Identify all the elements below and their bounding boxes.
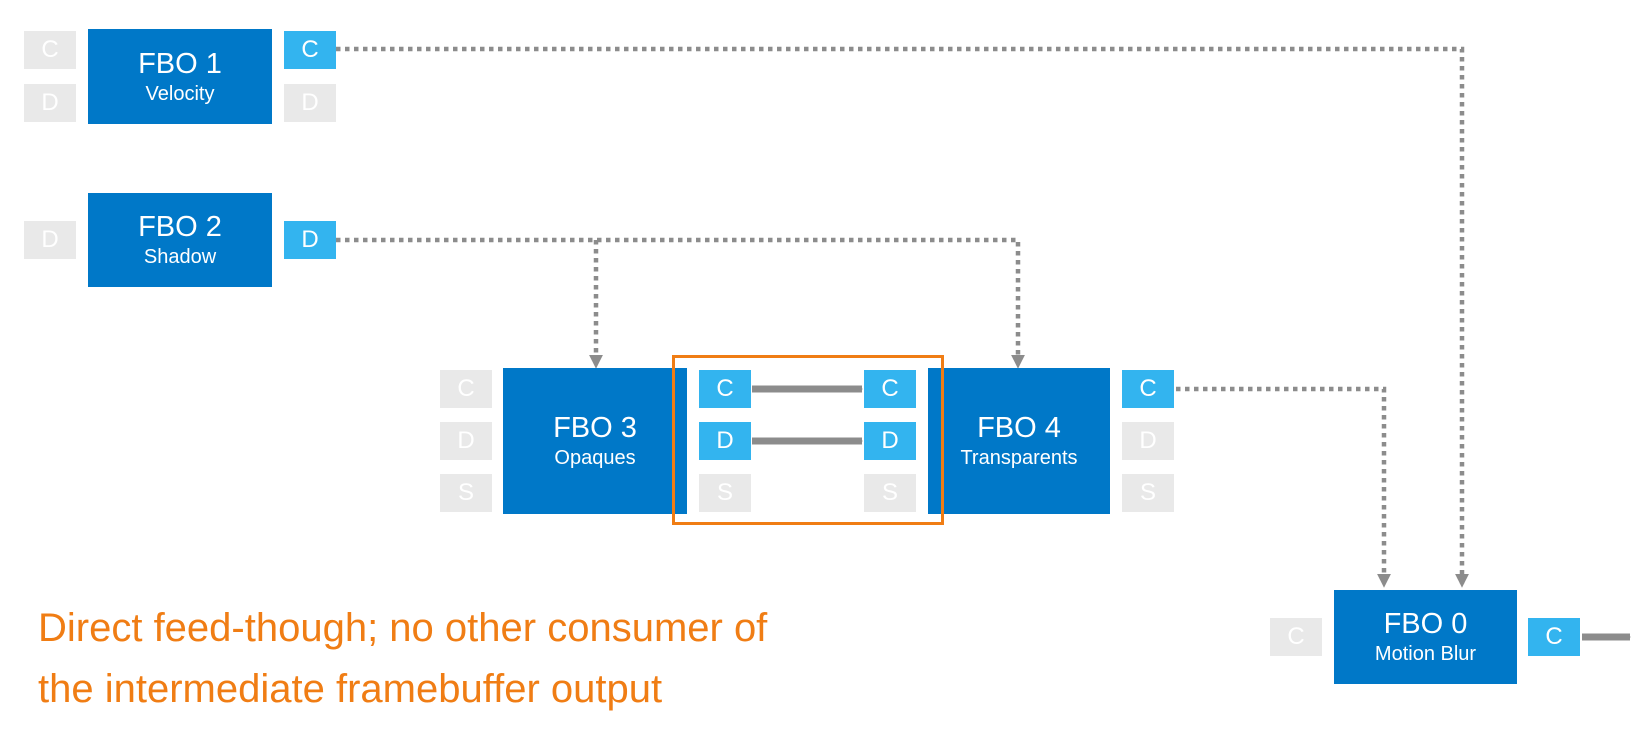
fbo1-output-color-port: C xyxy=(284,31,336,69)
fbo1-output-depth-port: D xyxy=(284,84,336,122)
fbo0-output-color-port: C xyxy=(1528,618,1580,656)
fbo4-input-depth-port: D xyxy=(864,422,916,460)
fbo4-output-color-port: C xyxy=(1122,370,1174,408)
wire-fbo1-color-to-fbo0 xyxy=(336,46,1469,588)
fbo4-box: FBO 4 Transparents xyxy=(928,368,1110,514)
fbo4-input-stencil-port: S xyxy=(864,474,916,512)
fbo4-output-stencil-port: S xyxy=(1122,474,1174,512)
fbo0-title: FBO 0 xyxy=(1383,608,1468,640)
fbo4-subtitle: Transparents xyxy=(960,447,1078,469)
fbo0-subtitle: Motion Blur xyxy=(1374,643,1477,665)
fbo1-box: FBO 1 Velocity xyxy=(88,29,272,124)
fbo4-title: FBO 4 xyxy=(977,412,1061,444)
wire-fbo2-depth-to-fbo4 xyxy=(336,237,1025,369)
fbo3-box: FBO 3 Opaques xyxy=(503,368,687,514)
fbo3-input-stencil-port: S xyxy=(440,474,492,512)
fbo3-output-depth-port: D xyxy=(699,422,751,460)
fbo1-input-color-port: C xyxy=(24,31,76,69)
wire-fbo4-color-to-fbo0 xyxy=(1176,386,1391,588)
caption-line-2: the intermediate framebuffer output xyxy=(38,667,663,711)
fbo3-input-depth-port: D xyxy=(440,422,492,460)
caption-line-1: Direct feed-though; no other consumer of xyxy=(38,606,768,650)
fbo1-input-depth-port: D xyxy=(24,84,76,122)
diagram-caption: Direct feed-though; no other consumer of… xyxy=(38,598,767,720)
fbo2-subtitle: Shadow xyxy=(143,246,217,268)
fbo1-title: FBO 1 xyxy=(138,47,222,80)
fbo3-input-color-port: C xyxy=(440,370,492,408)
fbo2-title: FBO 2 xyxy=(138,211,222,243)
fbo4-input-color-port: C xyxy=(864,370,916,408)
fbo0-box: FBO 0 Motion Blur xyxy=(1334,590,1517,684)
fbo2-box: FBO 2 Shadow xyxy=(88,193,272,287)
fbo2-output-depth-port: D xyxy=(284,221,336,259)
fbo0-input-color-port: C xyxy=(1270,618,1322,656)
fbo1-subtitle: Velocity xyxy=(145,82,215,105)
fbo3-title: FBO 3 xyxy=(553,412,637,444)
fbo4-output-depth-port: D xyxy=(1122,422,1174,460)
fbo3-output-color-port: C xyxy=(699,370,751,408)
direct-feed-highlight xyxy=(672,355,944,525)
fbo3-subtitle: Opaques xyxy=(554,447,636,469)
fbo2-input-depth-port: D xyxy=(24,221,76,259)
fbo3-output-stencil-port: S xyxy=(699,474,751,512)
